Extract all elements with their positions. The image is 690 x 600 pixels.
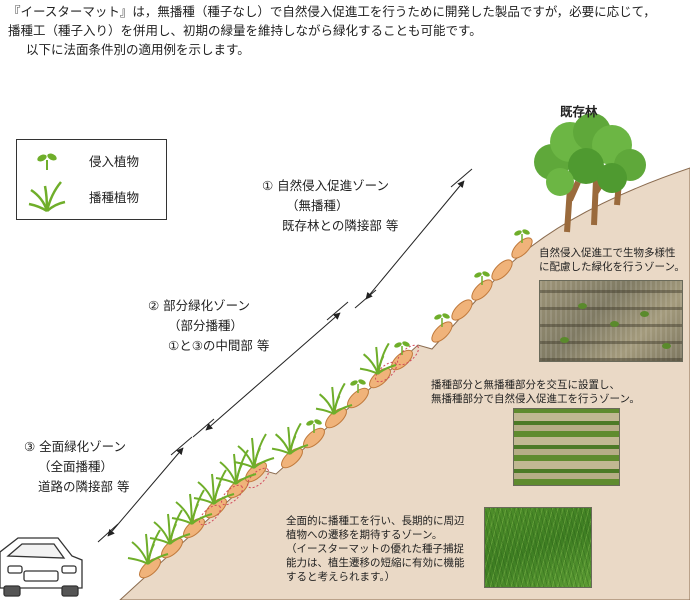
car-icon — [0, 537, 83, 597]
zone-partial-title: ② 部分緑化ゾーン — [148, 298, 251, 313]
zone-full: ③ 全面緑化ゾーン （全面播種） 道路の隣接部 等 — [24, 437, 129, 497]
desc-full-line: すると考えられます。） — [286, 571, 396, 583]
existing-forest-label: 既存林 — [560, 104, 598, 119]
desc-full: 全面的に播種工を行い、長期的に周辺 植物への遷移を期待するゾーン。 （イースター… — [286, 514, 465, 584]
zone-dimension-lines — [97, 168, 473, 543]
intro-line-1: 『イースターマット』は，無播種（種子なし）で自然侵入促進工を行うために開発した製… — [8, 4, 656, 19]
full-zone-photo — [484, 507, 592, 588]
grass-icon — [127, 529, 169, 565]
mat-roll — [397, 344, 419, 366]
intro-text: 『イースターマット』は，無播種（種子なし）で自然侵入促進工を行うために開発した製… — [8, 2, 688, 59]
zone-partial-place: ①と③の中間部 等 — [168, 338, 270, 353]
grass-icon — [359, 342, 397, 375]
mat-roll — [471, 279, 493, 301]
partial-zone-photo — [513, 408, 620, 486]
mat-roll — [511, 237, 533, 259]
slope-ground — [119, 167, 690, 600]
sprout-icon — [350, 379, 366, 393]
zone-natural-title: ① 自然侵入促進ゾーン — [262, 178, 390, 193]
mat-roll — [247, 467, 269, 489]
mat-roll — [491, 259, 513, 281]
desc-natural-line: 自然侵入促進工で生物多様性 — [539, 247, 676, 259]
legend-seeded-label: 播種植物 — [89, 189, 140, 205]
desc-natural: 自然侵入促進工で生物多様性 に配慮した緑化を行うゾーン。 — [539, 246, 685, 274]
grass-icon — [171, 489, 213, 525]
sprout-icon — [514, 229, 530, 243]
mat-roll — [221, 484, 243, 506]
legend-row-invading: 侵入植物 — [35, 149, 139, 171]
grass-icon — [149, 509, 191, 545]
desc-partial-line: 播種部分と無播種部分を交互に設置し、 — [431, 379, 620, 391]
zone-natural-sub: （無播種） — [286, 198, 349, 213]
desc-partial-line: 無播種部分で自然侵入促進工を行うゾーン。 — [431, 393, 640, 405]
grass-icon — [233, 433, 275, 469]
grass-icon — [28, 181, 66, 212]
sprout-icon — [394, 341, 410, 355]
grass-icon — [215, 449, 257, 485]
zone-natural: ① 自然侵入促進ゾーン （無播種） 既存林との隣接部 等 — [262, 176, 398, 236]
zone-partial: ② 部分緑化ゾーン （部分播種） ①と③の中間部 等 — [148, 296, 269, 356]
zone-natural-place: 既存林との隣接部 等 — [282, 218, 399, 233]
intro-line-2: 播種工（種子入り）を併用し、初期の緑量を維持しながら緑化することも可能です。 — [8, 23, 482, 38]
desc-full-line: （イースターマットの優れた種子捕捉 — [286, 543, 464, 555]
legend-box: 侵入植物 播種植物 — [16, 139, 167, 220]
desc-partial: 播種部分と無播種部分を交互に設置し、 無播種部分で自然侵入促進工を行うゾーン。 — [431, 378, 640, 406]
grass-icon — [193, 469, 235, 505]
sprout-icon — [37, 153, 57, 170]
zone-partial-sub: （部分播種） — [168, 318, 244, 333]
mat-roll — [375, 361, 397, 383]
mat-roll — [431, 321, 453, 343]
sprout-icon — [434, 313, 450, 327]
sprout-icon — [474, 271, 490, 285]
tree-icon — [534, 113, 646, 233]
zone-full-title: ③ 全面緑化ゾーン — [24, 439, 127, 454]
desc-full-line: 全面的に播種工を行い、長期的に周辺 — [286, 515, 465, 527]
zone-full-sub: （全面播種） — [38, 459, 114, 474]
mat-roll — [199, 504, 221, 526]
desc-full-line: 植物への遷移を期待するゾーン。 — [286, 529, 443, 541]
zone-full-place: 道路の隣接部 等 — [38, 479, 130, 494]
legend-invading-label: 侵入植物 — [89, 153, 140, 169]
legend-row-seeded: 播種植物 — [27, 180, 139, 212]
invading-plants — [306, 229, 530, 433]
natural-zone-photo — [539, 280, 683, 362]
desc-natural-line: に配慮した緑化を行うゾーン。 — [539, 261, 685, 273]
mat-roll — [451, 299, 473, 321]
intro-line-3: 以下に法面条件別の適用例を示します。 — [26, 42, 250, 57]
desc-full-line: 能力は、植生遷移の短縮に有効に機能 — [286, 557, 465, 569]
